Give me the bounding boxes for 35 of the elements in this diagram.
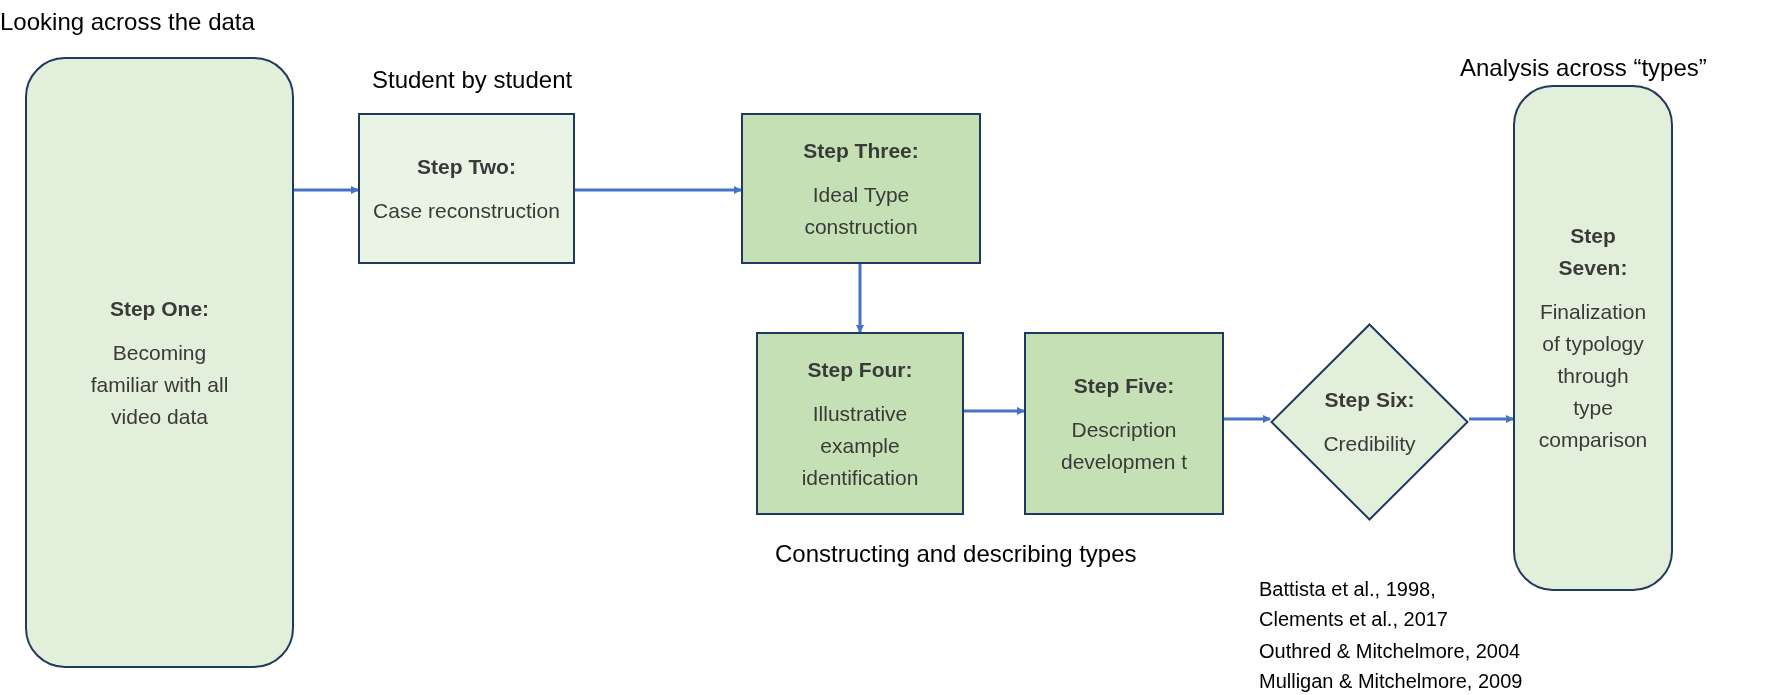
decision-diamond [1270, 323, 1469, 521]
arrow [964, 407, 1025, 415]
stage-label: Looking across the data [0, 7, 255, 37]
step-description: Case reconstruction [373, 197, 560, 224]
process-box [358, 113, 575, 264]
step-description: Finalization of typology through type comparison [1538, 299, 1648, 453]
step-description: Illustrative example identification [800, 400, 920, 491]
step-description: Ideal Type construction [803, 181, 919, 240]
step-heading: Step Five: [1073, 372, 1175, 399]
process-box [1513, 85, 1673, 591]
citation: Battista et al., 1998, [1259, 577, 1436, 602]
step-description: Credibility [1323, 431, 1416, 457]
citation: Clements et al., 2017 [1259, 607, 1448, 632]
arrow [1469, 415, 1514, 423]
arrow [1224, 415, 1271, 423]
step-heading: Step Seven: [1557, 223, 1629, 281]
step-heading: Step Three: [803, 137, 919, 164]
process-box [756, 332, 964, 515]
process-box [741, 113, 981, 264]
arrow [575, 186, 742, 194]
step-heading: Step Four: [807, 356, 913, 383]
step-heading: Step One: [109, 295, 210, 322]
process-box [1024, 332, 1224, 515]
citation: Mulligan & Mitchelmore, 2009 [1259, 669, 1523, 694]
citation: Outhred & Mitchelmore, 2004 [1259, 639, 1521, 664]
stage-label: Constructing and describing types [775, 539, 1137, 569]
step-description: Description developmen t [1059, 416, 1189, 475]
arrow [294, 186, 359, 194]
step-description: Becoming familiar with all video data [89, 339, 230, 430]
arrow [856, 264, 864, 333]
stage-label: Analysis across “types” [1460, 53, 1707, 83]
process-box [25, 57, 294, 668]
stage-label: Student by student [372, 65, 573, 95]
step-heading: Step Six: [1324, 387, 1415, 413]
step-heading: Step Two: [417, 153, 516, 180]
